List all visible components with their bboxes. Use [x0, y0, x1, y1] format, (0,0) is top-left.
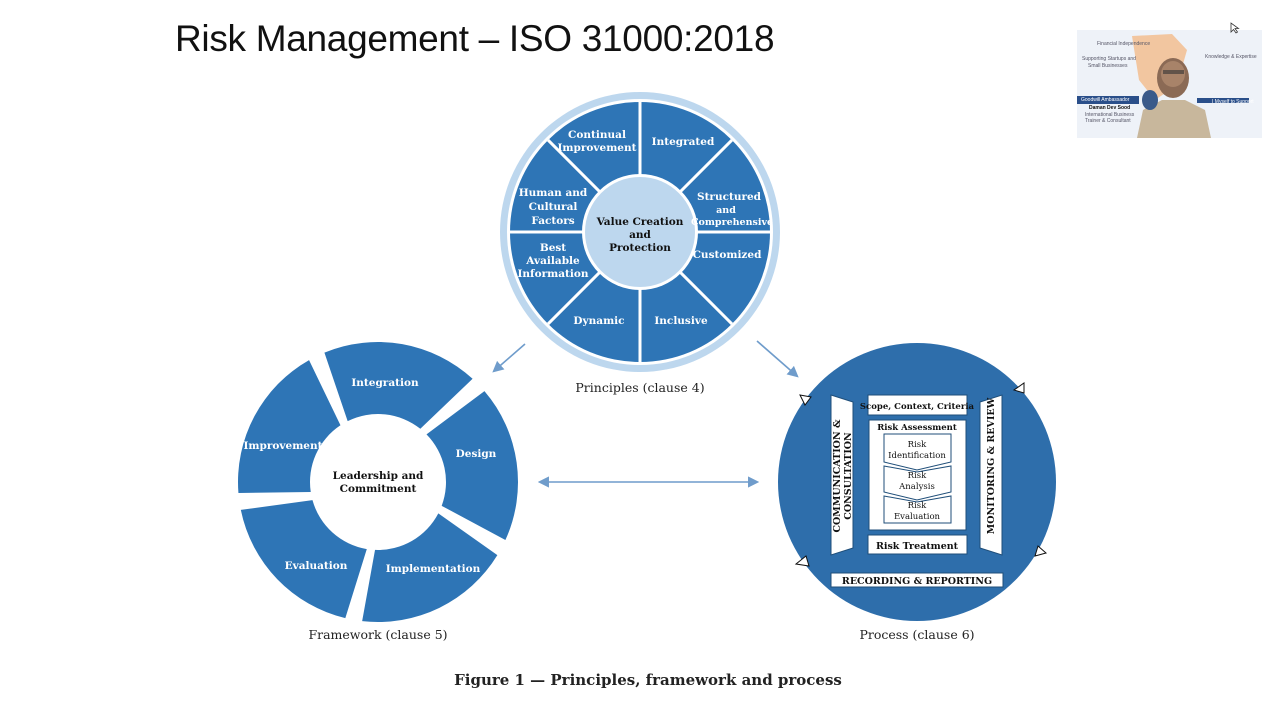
- principle-customized: Customized: [693, 249, 762, 261]
- principle-dynamic: Dynamic: [573, 315, 624, 327]
- risk-identification-line-1: Risk: [908, 440, 927, 450]
- principles-center: [585, 177, 695, 287]
- webcam-background: [1077, 30, 1262, 138]
- risk-analysis-line-2: Analysis: [898, 482, 935, 492]
- principle-continual-line-2: Improvement: [558, 142, 637, 154]
- principle-inclusive: Inclusive: [654, 315, 708, 327]
- framework-caption: Framework (clause 5): [308, 627, 447, 642]
- slide-title: Risk Management – ISO 31000:2018: [175, 18, 775, 59]
- recording-label: RECORDING & REPORTING: [842, 576, 992, 587]
- webcam-text-3: Small Businesses: [1088, 63, 1128, 69]
- cycle-arrow-bottom-left-icon: [794, 555, 810, 567]
- framework-design: Design: [456, 448, 497, 460]
- principles-center-line-2: and: [629, 229, 651, 241]
- principle-structured-line-2: and: [716, 205, 736, 216]
- mouse-cursor-icon: [1230, 22, 1240, 34]
- arrow-principles-to-framework: [492, 343, 526, 373]
- risk-analysis-box: [883, 465, 952, 501]
- recording-bar: [830, 572, 1004, 588]
- process-diagram: COMMUNICATION & CONSULTATION MONITORING …: [778, 343, 1056, 642]
- principles-center-line-1: Value Creation: [596, 216, 684, 228]
- webcam-text-9: I Myself to Support: [1212, 99, 1254, 105]
- webcam-text-7: International Business: [1085, 112, 1135, 118]
- framework-segment-integration: [324, 342, 473, 429]
- principle-structured-line-1: Structured: [697, 191, 762, 203]
- scope-label: Scope, Context, Criteria: [860, 402, 975, 412]
- principle-continual-line-1: Continual: [568, 129, 626, 141]
- arrow-principles-to-process: [756, 340, 799, 378]
- risk-identification-box: [883, 433, 952, 471]
- process-caption: Process (clause 6): [859, 627, 974, 642]
- webcam-text-4: Knowledge & Expertise: [1205, 54, 1257, 60]
- principle-human-line-1: Human and: [519, 187, 588, 199]
- risk-identification-line-2: Identification: [888, 451, 946, 461]
- webcam-thumbnail: Financial Independence Supporting Startu…: [1077, 30, 1262, 138]
- framework-segment-design: [426, 391, 519, 541]
- risk-assessment-label: Risk Assessment: [877, 423, 957, 433]
- framework-center-line-1: Leadership and: [333, 470, 424, 482]
- figure-caption: Figure 1 — Principles, framework and pro…: [454, 671, 842, 689]
- cycle-arrow-top-right-icon: [1012, 382, 1025, 394]
- principle-best-line-2: Available: [525, 255, 580, 267]
- cycle-arrow-bottom-right-icon: [1034, 545, 1048, 557]
- risk-analysis-line-1: Risk: [908, 471, 927, 481]
- framework-center-line-2: Commitment: [340, 483, 417, 495]
- monitoring-label: MONITORING & REVIEW: [986, 397, 997, 534]
- principles-center-line-3: Protection: [609, 242, 671, 254]
- scope-box: [867, 394, 968, 416]
- framework-segment-evaluation: [240, 500, 367, 619]
- communication-bar: [830, 394, 854, 556]
- framework-segment-implementation: [362, 513, 498, 622]
- principle-best-line-1: Best: [540, 242, 566, 254]
- webcam-text-6: Daman Dev Sood: [1089, 105, 1131, 111]
- framework-evaluation: Evaluation: [285, 560, 348, 572]
- webcam-text-1: Financial Independence: [1097, 41, 1151, 47]
- framework-integration: Integration: [351, 377, 419, 389]
- principle-human-line-3: Factors: [531, 215, 574, 227]
- framework-implementation: Implementation: [386, 563, 481, 575]
- framework-segment-improvement: [238, 360, 341, 493]
- monitoring-bar: [979, 394, 1003, 556]
- risk-treatment-label: Risk Treatment: [876, 541, 959, 552]
- communication-label-1: COMMUNICATION &: [832, 419, 843, 532]
- cycle-arrow-top-left-icon: [799, 394, 812, 406]
- framework-wheel: Integration Design Implementation Evalua…: [238, 342, 519, 642]
- risk-treatment-box: [867, 534, 968, 555]
- webcam-text-5: Goodwill Ambassador: [1081, 97, 1130, 103]
- principles-caption: Principles (clause 4): [575, 380, 704, 395]
- risk-evaluation-line-2: Evaluation: [894, 512, 941, 522]
- framework-improvement: Improvement: [244, 440, 323, 452]
- principles-wheel: Value Creation and Protection Integrated…: [500, 92, 780, 395]
- principle-human-line-2: Cultural: [529, 201, 578, 213]
- risk-evaluation-box: [883, 495, 952, 524]
- webcam-text-8: Trainer & Consultant: [1085, 118, 1131, 124]
- risk-evaluation-line-1: Risk: [908, 501, 927, 511]
- webcam-text-2: Supporting Startups and: [1082, 56, 1136, 62]
- principle-structured-line-3: Comprehensive: [691, 217, 773, 228]
- principle-integrated: Integrated: [652, 136, 715, 148]
- communication-label-2: CONSULTATION: [843, 432, 854, 520]
- principle-best-line-3: Information: [518, 268, 589, 280]
